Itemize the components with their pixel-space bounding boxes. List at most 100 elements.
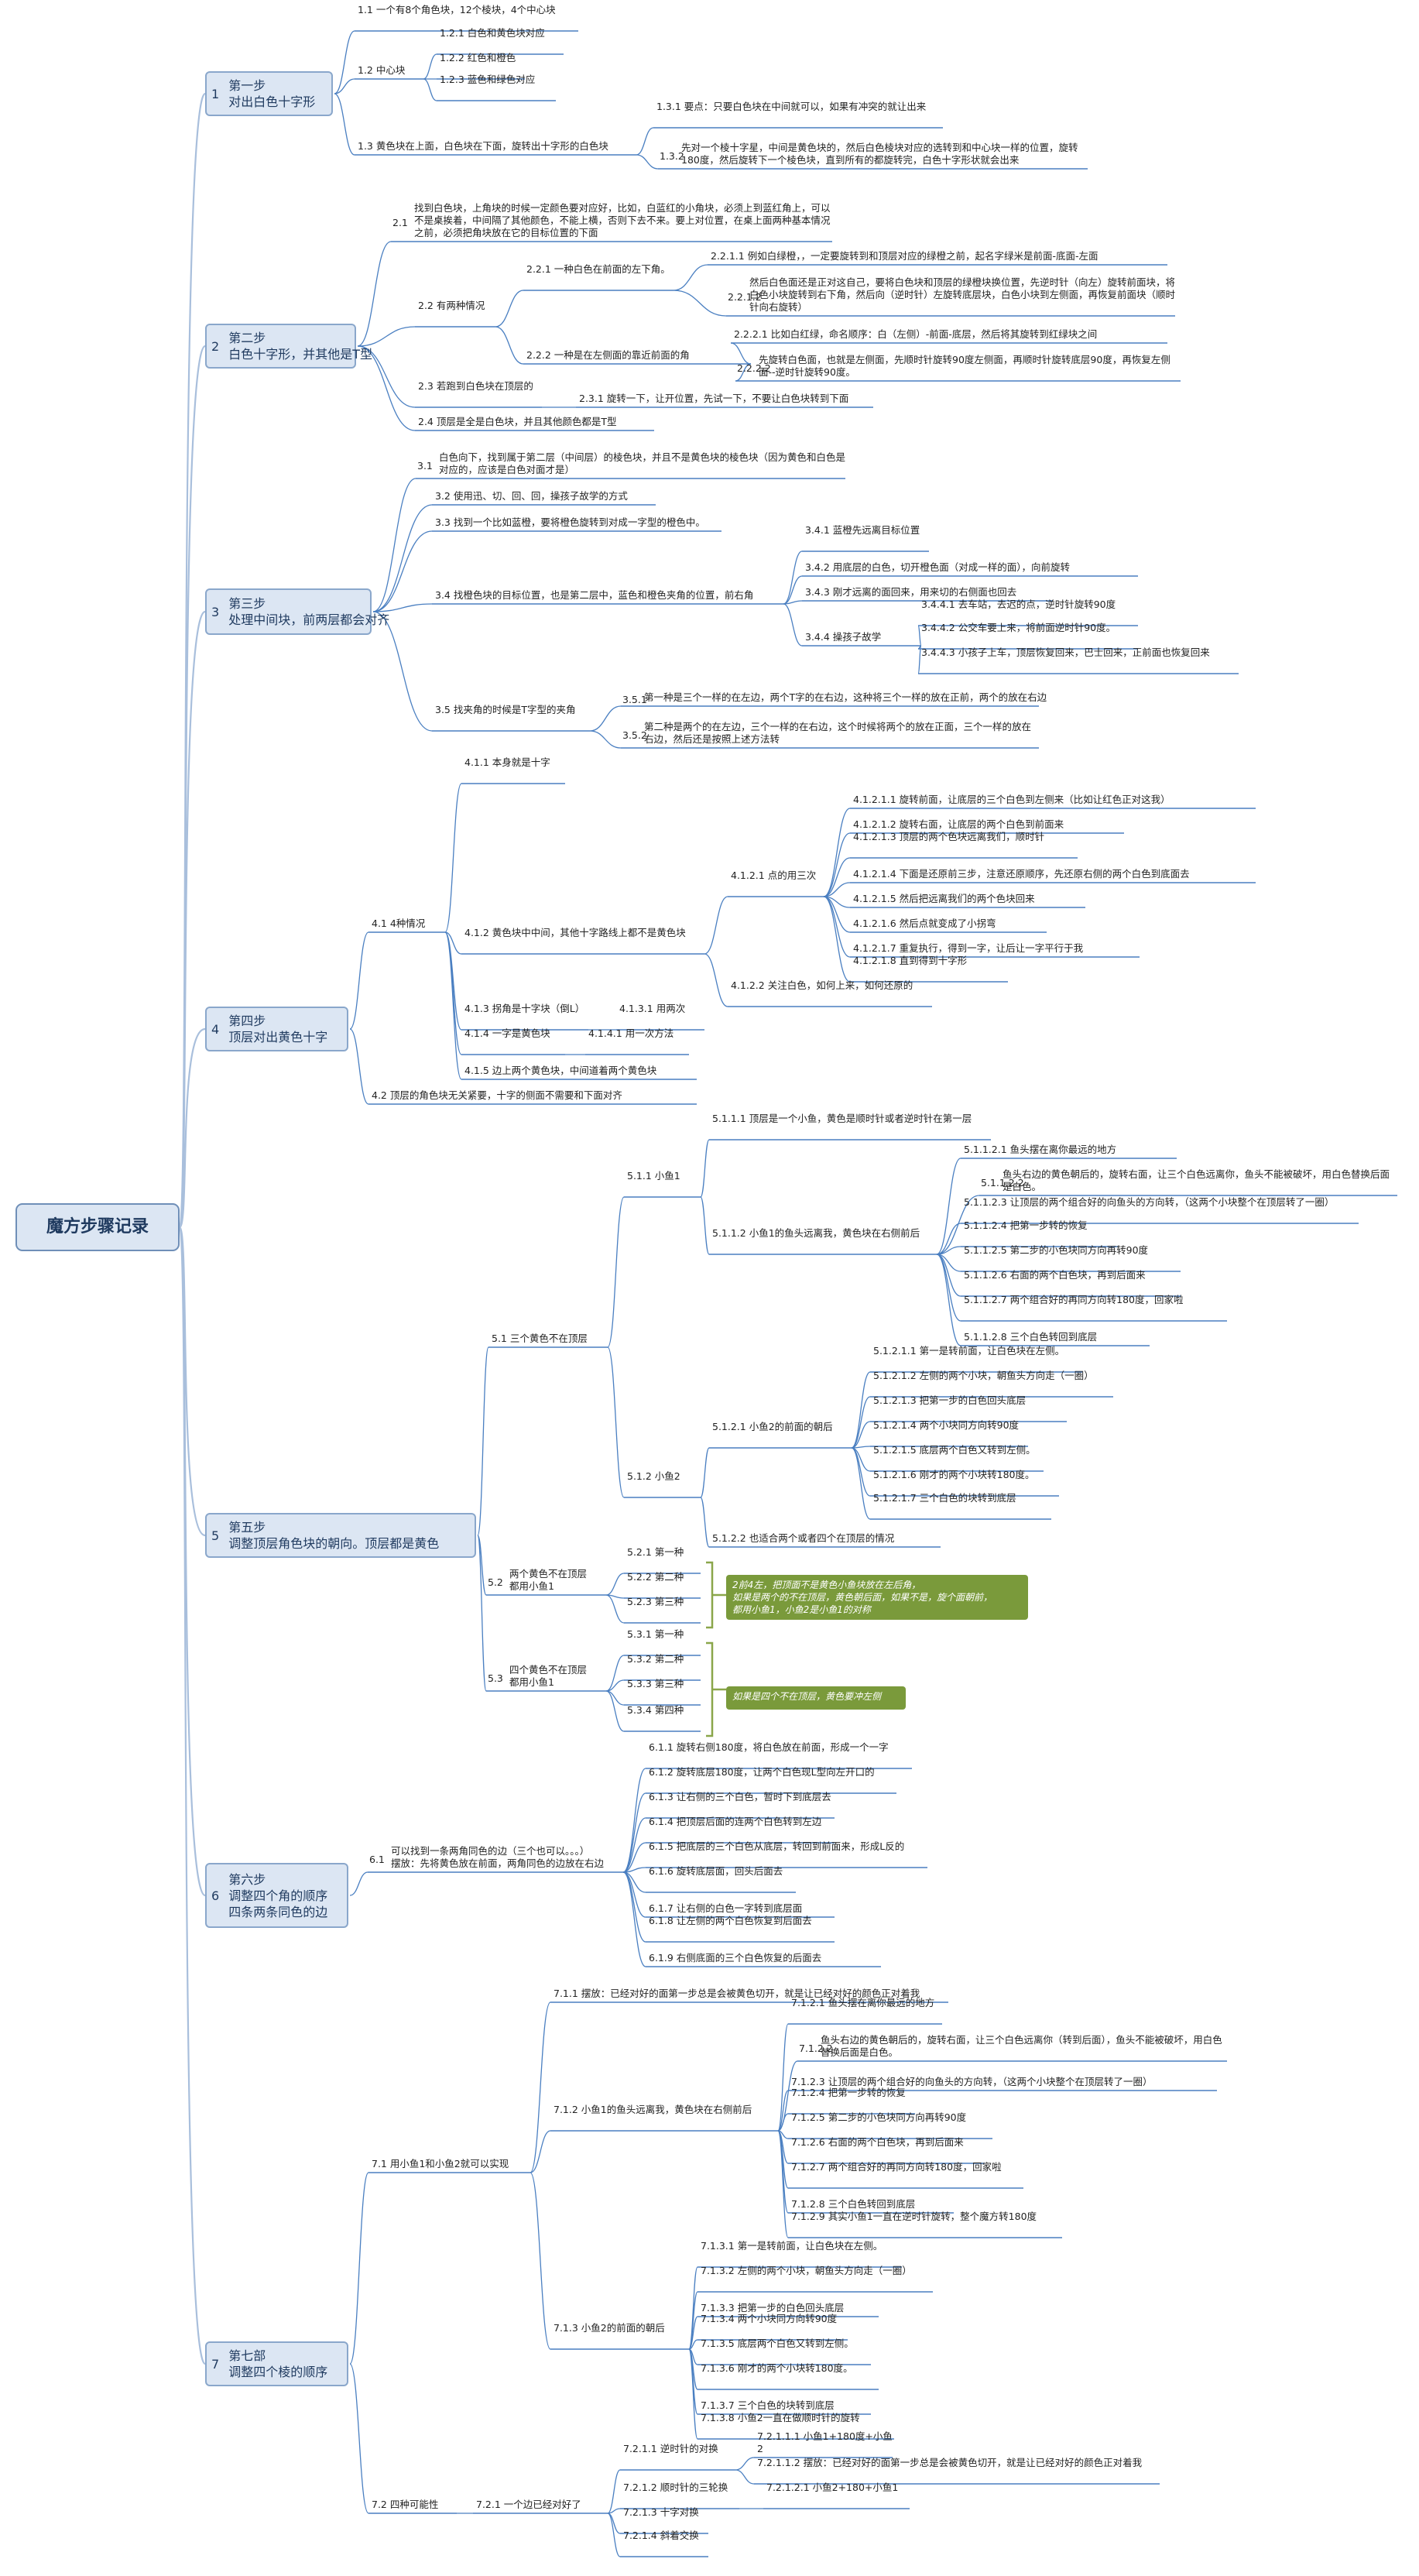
node-n4-1-3[interactable]: 4.1.3 拐角是十字块（倒L） <box>464 1003 585 1014</box>
node-n3-5[interactable]: 3.5 找夹角的时候是T字型的夹角 <box>435 704 576 715</box>
node-n4-1-2-1-2[interactable]: 4.1.2.1.2 旋转右面，让底层的两个白色到前面来 <box>853 818 1064 830</box>
node-n5-1-1-2-2[interactable]: 鱼头右边的黄色朝后的，旋转右面，让三个白色远离你，鱼头不能被破坏，用白色替换后面… <box>1003 1168 1390 1192</box>
node-n5-1-2-1-7[interactable]: 5.1.2.1.7 三个白色的块转到底层 <box>873 1492 1016 1504</box>
node-n5-1-1-2-8[interactable]: 5.1.1.2.8 三个白色转回到底层 <box>964 1331 1098 1343</box>
node-n3-4-4-2[interactable]: 3.4.4.2 公交车要上来，将前面逆时针90度。 <box>921 622 1116 633</box>
node-n2-2-2[interactable]: 2.2.2 一种是在左侧面的靠近前面的角 <box>526 349 690 361</box>
node-n7-2-1[interactable]: 7.2.1 一个边已经对好了 <box>476 2499 581 2510</box>
node-n6-1-4[interactable]: 6.1.4 把顶层后面的连两个白色转到左边 <box>649 1816 822 1827</box>
node-n5-3[interactable]: 四个黄色不在顶层 都用小鱼1 <box>509 1664 588 1688</box>
node-n5-3-2[interactable]: 5.3.2 第二种 <box>627 1653 684 1665</box>
node-n4-1-2-1-3[interactable]: 4.1.2.1.3 顶层的两个色块远离我们，顺时针 <box>853 831 1045 842</box>
node-n6-1-7[interactable]: 6.1.7 让右侧的白色一字转到底层面 <box>649 1902 803 1914</box>
node-n7-1[interactable]: 7.1 用小鱼1和小鱼2就可以实现 <box>372 2158 509 2170</box>
node-n7-1-2[interactable]: 7.1.2 小鱼1的鱼头远离我，黄色块在右侧前后 <box>554 2104 752 2115</box>
node-n2-2[interactable]: 2.2 有两种情况 <box>418 300 485 311</box>
node-n7-1-3-3[interactable]: 7.1.3.3 把第一步的白色回头底层 <box>701 2302 845 2314</box>
node-n5-1-1-2-1[interactable]: 5.1.1.2.1 鱼头摆在离你最远的地方 <box>964 1144 1117 1155</box>
node-n5-1-2-1-2[interactable]: 5.1.2.1.2 左侧的两个小块，朝鱼头方向走（一圈） <box>873 1370 1094 1381</box>
node-n2-2-1[interactable]: 2.2.1 一种白色在前面的左下角。 <box>526 263 670 275</box>
summary-note[interactable]: 如果是四个不在顶层，黄色要冲左侧 <box>726 1686 906 1710</box>
node-n4-1-1[interactable]: 4.1.1 本身就是十字 <box>464 756 550 768</box>
node-n1-2-2[interactable]: 1.2.2 红色和橙色 <box>440 52 516 63</box>
node-n1-3[interactable]: 1.3 黄色块在上面，白色块在下面，旋转出十字形的白色块 <box>358 140 608 152</box>
node-n1-2-3[interactable]: 1.2.3 蓝色和绿色对应 <box>440 74 536 85</box>
node-n5-1-1-2-4[interactable]: 5.1.1.2.4 把第一步转的恢复 <box>964 1219 1088 1231</box>
node-n6-1-3[interactable]: 6.1.3 让右侧的三个白色，暂时下到底层去 <box>649 1791 831 1803</box>
node-n7-1-3-6[interactable]: 7.1.3.6 刚才的两个小块转180度。 <box>701 2362 853 2374</box>
node-n3-4[interactable]: 3.4 找橙色块的目标位置，也是第二层中，蓝色和橙色夹角的位置，前右角 <box>435 589 754 601</box>
node-n7-2-1-2[interactable]: 7.2.1.2 顺时针的三轮换 <box>623 2482 728 2493</box>
node-n4-1-4[interactable]: 4.1.4 一字是黄色块 <box>464 1027 550 1039</box>
node-n2-3-1[interactable]: 2.3.1 旋转一下，让开位置，先试一下，不要让白色块转到下面 <box>579 393 849 404</box>
node-n3-5-1[interactable]: 第一种是三个一样的在左边，两个T字的在右边，这种将三个一样的放在正前，两个的放在… <box>644 691 1047 703</box>
node-n5-1-2[interactable]: 5.1.2 小鱼2 <box>627 1470 680 1482</box>
node-n6-1-5[interactable]: 6.1.5 把底层的三个白色从底层，转回到前面来，形成L反的 <box>649 1840 905 1852</box>
node-n3-3[interactable]: 3.3 找到一个比如蓝橙，要将橙色旋转到对成一字型的橙色中。 <box>435 516 705 528</box>
node-n7-1-1[interactable]: 7.1.1 摆放：已经对好的面第一步总是会被黄色切开，就是让已经对好的颜色正对着… <box>554 1988 920 1999</box>
node-n4-1-4-1[interactable]: 4.1.4.1 用一次方法 <box>588 1027 674 1039</box>
node-n7-1-3[interactable]: 7.1.3 小鱼2的前面的朝后 <box>554 2322 665 2334</box>
node-n5-1-1-2[interactable]: 5.1.1.2 小鱼1的鱼头远离我，黄色块在右侧前后 <box>712 1227 920 1239</box>
node-n5-3-3[interactable]: 5.3.3 第三种 <box>627 1678 684 1689</box>
node-n2-3[interactable]: 2.3 若跑到白色块在顶层的 <box>418 380 533 392</box>
node-n2-2-1-1[interactable]: 2.2.1.1 例如白绿橙，，一定要旋转到和顶层对应的绿橙之前，起名字绿米是前面… <box>711 250 1099 262</box>
node-n6-1-2[interactable]: 6.1.2 旋转底层180度，让两个白色现L型向左开口的 <box>649 1766 875 1778</box>
node-n5-1-1-2-3[interactable]: 5.1.1.2.3 让顶层的两个组合好的向鱼头的方向转，（这两个小块整个在顶层转… <box>964 1196 1335 1208</box>
node-n2-2-2-1[interactable]: 2.2.2.1 比如白红绿，命名顺序：白（左侧）-前面-底层，然后将其旋转到红绿… <box>734 328 1098 340</box>
node-n6-1[interactable]: 可以找到一条两角同色的边（三个也可以。。。） 摆放：先将黄色放在前面，两角同色的… <box>391 1845 605 1869</box>
node-n1-2[interactable]: 1.2 中心块 <box>358 64 406 76</box>
node-n4-1-2[interactable]: 4.1.2 黄色块中中间，其他十字路线上都不是黄色块 <box>464 927 686 938</box>
node-n7-2-1-3[interactable]: 7.2.1.3 十字对换 <box>623 2506 699 2518</box>
node-n6-1-9[interactable]: 6.1.9 右侧底面的三个白色恢复的后面去 <box>649 1952 822 1964</box>
node-n4-1[interactable]: 4.1 4种情况 <box>372 918 426 929</box>
node-n3-4-4-1[interactable]: 3.4.4.1 去车站，去迟的点，逆时针旋转90度 <box>921 599 1116 610</box>
node-n7-2-1-4[interactable]: 7.2.1.4 斜着交换 <box>623 2530 699 2541</box>
node-n1-3-1[interactable]: 1.3.1 要点：只要白色块在中间就可以，如果有冲突的就让出来 <box>656 101 927 112</box>
node-n2-4[interactable]: 2.4 顶层是全是白色块，并且其他颜色都是T型 <box>418 416 617 427</box>
node-n5-1-1[interactable]: 5.1.1 小鱼1 <box>627 1170 680 1182</box>
node-n5-1-2-1-5[interactable]: 5.1.2.1.5 底层两个白色又转到左侧。 <box>873 1444 1036 1456</box>
node-n7-1-2-8[interactable]: 7.1.2.8 三个白色转回到底层 <box>791 2198 916 2210</box>
node-n7-2-1-2-1[interactable]: 7.2.1.2.1 小鱼2+180+小鱼1 <box>766 2482 899 2493</box>
node-n4-2[interactable]: 4.2 顶层的角色块无关紧要，十字的侧面不需要和下面对齐 <box>372 1089 622 1101</box>
node-n4-1-5[interactable]: 4.1.5 边上两个黄色块，中间道着两个黄色块 <box>464 1065 657 1076</box>
root-node[interactable]: 魔方步骤记录 <box>15 1203 180 1251</box>
node-n5-2-2[interactable]: 5.2.2 第二种 <box>627 1571 684 1583</box>
node-n3-4-4-3[interactable]: 3.4.4.3 小孩子上车，顶层恢复回来，巴士回来，正前面也恢复回来 <box>921 647 1210 658</box>
node-n5-1-2-1-4[interactable]: 5.1.2.1.4 两个小块同方向转90度 <box>873 1419 1020 1431</box>
node-n3-4-4[interactable]: 3.4.4 操孩子故学 <box>805 631 882 643</box>
node-n3-4-3[interactable]: 3.4.3 刚才远离的面回来，用来切的右侧面也回去 <box>805 586 1017 598</box>
node-n7-1-2-7[interactable]: 7.1.2.7 两个组合好的再同方向转180度，回家啦 <box>791 2161 1002 2173</box>
summary-note[interactable]: 2前4左，把顶面不是黄色小鱼块放在左后角， 如果是两个的不在顶层，黄色朝后面，如… <box>726 1575 1028 1620</box>
node-n4-1-2-1-1[interactable]: 4.1.2.1.1 旋转前面，让底层的三个白色到左侧来（比如让红色正对这我） <box>853 794 1171 805</box>
node-n5-3-4[interactable]: 5.3.4 第四种 <box>627 1704 684 1716</box>
node-n7-1-2-2[interactable]: 鱼头右边的黄色朝后的，旋转右面，让三个白色远离你（转到后面），鱼头不能被破坏，用… <box>821 2034 1222 2058</box>
node-n4-1-2-1-7[interactable]: 4.1.2.1.7 重复执行，得到一字，让后让一字平行于我 <box>853 942 1084 954</box>
node-n7-2-1-1[interactable]: 7.2.1.1 逆时针的对换 <box>623 2443 718 2454</box>
node-n7-1-2-9[interactable]: 7.1.2.9 其实小鱼1一直在逆时针旋转，整个魔方转180度 <box>791 2211 1037 2222</box>
node-n5-2-1[interactable]: 5.2.1 第一种 <box>627 1546 684 1558</box>
node-n7-1-3-7[interactable]: 7.1.3.7 三个白色的块转到底层 <box>701 2399 835 2411</box>
node-n3-5-2[interactable]: 第二种是两个的在左边，三个一样的在右边，这个时候将两个的放在正面，三个一样的放在… <box>644 721 1032 745</box>
node-n7-1-3-2[interactable]: 7.1.3.2 左侧的两个小块，朝鱼头方向走（一圈） <box>701 2265 912 2276</box>
node-n7-1-3-5[interactable]: 7.1.3.5 底层两个白色又转到左侧。 <box>701 2338 854 2349</box>
node-n7-2[interactable]: 7.2 四种可能性 <box>372 2499 439 2510</box>
node-n7-1-2-4[interactable]: 7.1.2.4 把第一步转的恢复 <box>791 2087 906 2098</box>
node-n5-1-2-2[interactable]: 5.1.2.2 也适合两个或者四个在顶层的情况 <box>712 1532 895 1544</box>
node-n7-1-2-3[interactable]: 7.1.2.3 让顶层的两个组合好的向鱼头的方向转，（这两个小块整个在顶层转了一… <box>791 2076 1153 2087</box>
node-n5-3-1[interactable]: 5.3.1 第一种 <box>627 1628 684 1640</box>
node-n3-4-1[interactable]: 3.4.1 蓝橙先远离目标位置 <box>805 524 920 536</box>
node-n2-2-1-2[interactable]: 然后白色面还是正对这自己，要将白色块和顶层的绿橙块换位置，先逆时针（向左）旋转前… <box>749 276 1176 313</box>
node-n2-2-2-2[interactable]: 先旋转白色面，也就是左侧面，先顺时针旋转90度左侧面，再顺时针旋转底层90度，再… <box>759 354 1171 378</box>
node-n5-1-1-1[interactable]: 5.1.1.1 顶层是一个小鱼，黄色是顺时针或者逆时针在第一层 <box>712 1113 972 1124</box>
node-n4-1-2-1-5[interactable]: 4.1.2.1.5 然后把远离我们的两个色块回来 <box>853 893 1035 904</box>
node-n4-1-2-2[interactable]: 4.1.2.2 关注白色，如何上来，如何还原的 <box>731 979 913 991</box>
node-n4-1-2-1-4[interactable]: 4.1.2.1.4 下面是还原前三步，注意还原顺序，先还原右侧的两个白色到底面去 <box>853 868 1190 880</box>
